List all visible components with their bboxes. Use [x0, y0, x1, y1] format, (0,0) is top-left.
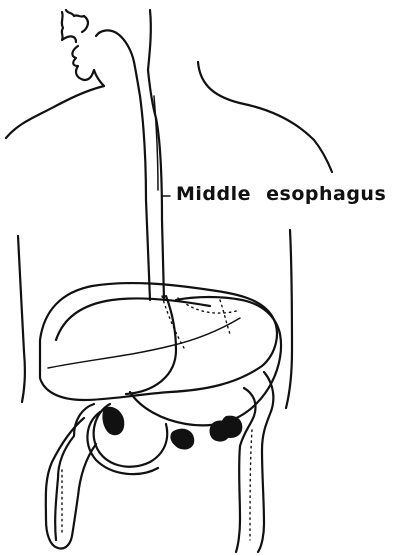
body-outline: [18, 230, 292, 408]
ascending-colon: [46, 404, 125, 549]
middle-esophagus-label: Middle esophagus: [176, 183, 386, 205]
descending-colon: [220, 372, 273, 552]
esophagus: [134, 62, 164, 300]
stomach: [126, 296, 281, 425]
head-profile: [62, 10, 151, 86]
shoulders: [6, 62, 332, 172]
